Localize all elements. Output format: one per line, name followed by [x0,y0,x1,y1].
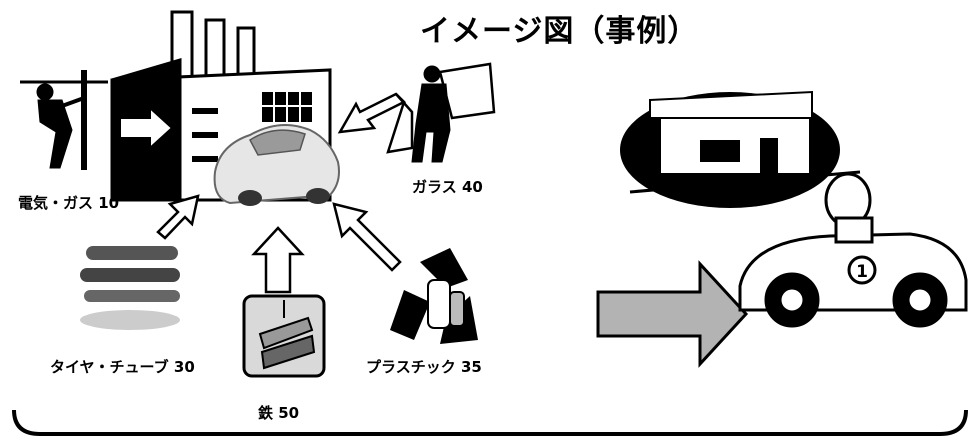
svg-text:1: 1 [856,262,868,282]
race-car-icon: 1 [738,172,968,328]
label-electricity-gas: 電気・ガス 10 [18,192,119,213]
car-icon [213,124,340,206]
bottom-brace [12,409,968,436]
input-arrow-electricity [156,194,200,240]
label-value: 10 [98,194,120,212]
glass-carrier-icon [411,62,496,163]
steel-beam-icon [242,294,326,378]
input-arrow-iron [251,226,305,294]
label-iron: 鉄 50 [258,402,299,423]
label-text: タイヤ・チューブ [50,358,169,376]
label-value: 40 [461,178,483,196]
label-tires-tubes: タイヤ・チューブ 30 [50,356,195,377]
label-text: プラスチック [366,358,456,376]
shop-icon [620,90,861,208]
electrician-icon [20,70,108,170]
label-glass: ガラス 40 [412,176,483,197]
recycle-bottles-icon [390,248,478,344]
label-text: 電気・ガス [18,194,94,212]
tires-icon [80,246,180,330]
input-arrow-glass [337,92,414,154]
label-value: 35 [460,358,482,376]
label-value: 50 [278,404,300,422]
page-title: イメージ図（事例） [420,14,699,49]
label-plastic: プラスチック 35 [366,356,482,377]
input-arrow-plastic [332,202,402,272]
label-text: 鉄 [258,404,274,422]
big-right-arrow-icon [596,260,749,368]
label-value: 30 [173,358,195,376]
label-text: ガラス [412,178,457,196]
